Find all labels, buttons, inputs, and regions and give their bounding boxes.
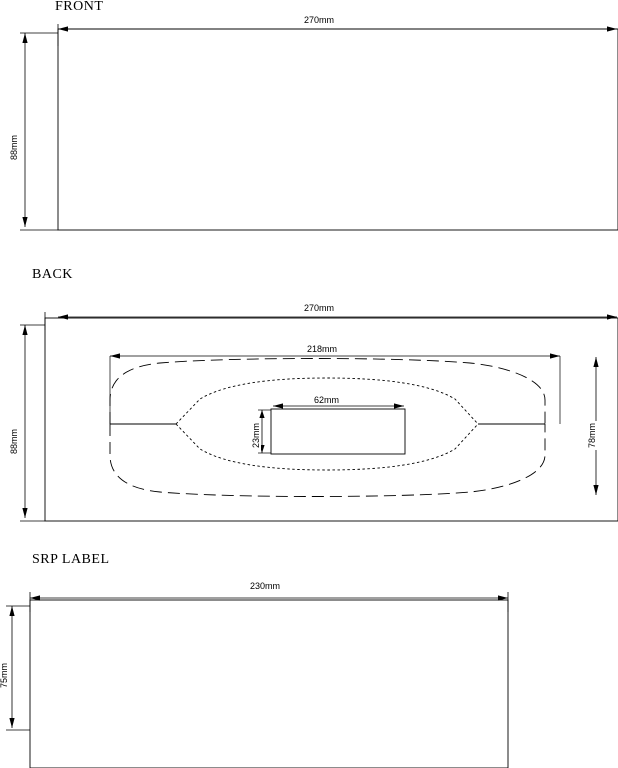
back-outline-dotted-inner-bottom: [175, 423, 479, 471]
section-heading-back: BACK: [32, 267, 73, 282]
front-width-dimension-label: 270mm: [302, 15, 337, 25]
front-panel-group: [20, 24, 618, 231]
back-window-height-arrow-top: [259, 410, 265, 418]
section-heading-srp-label: SRP LABEL: [32, 552, 110, 567]
srp-width-dim-arrow-left: [30, 595, 40, 601]
back-inner-height-arrow-bottom: [593, 485, 599, 495]
srp-width-dim-arrow-right: [498, 595, 508, 601]
back-outline-dotted-inner-top: [175, 377, 479, 425]
section-heading-front: FRONT: [55, 0, 104, 14]
back-outline-dashed-outer-top: [109, 358, 546, 424]
srp-height-dim-arrow-top: [9, 606, 15, 616]
back-window-width-dimension-label: 62mm: [312, 395, 342, 405]
front-height-dim-arrow-bottom: [22, 217, 28, 227]
back-window-height-dimension-label: 23mm: [251, 420, 261, 450]
srp-height-dimension-label: 75mm: [0, 660, 9, 690]
back-outline-dashed-outer-bottom: [109, 424, 546, 497]
back-height-dim-arrow-top: [22, 325, 28, 335]
front-height-dimension-label: 88mm: [9, 132, 19, 162]
front-width-dim-arrow-right: [607, 26, 617, 32]
back-panel-group: [20, 312, 618, 522]
back-panel-rect: [44, 317, 618, 522]
front-width-dim-arrow-left: [58, 26, 68, 32]
back-inner-width-arrow-left: [110, 353, 120, 359]
back-inner-height-arrow-top: [593, 357, 599, 367]
back-inner-height-dimension-label: 78mm: [587, 420, 597, 450]
back-window-width-arrow-right: [394, 403, 404, 409]
back-height-dimension-label: 88mm: [9, 426, 19, 456]
back-width-dim-arrow-right: [607, 314, 617, 320]
back-width-dim-arrow-left: [58, 314, 68, 320]
front-panel-rect: [57, 28, 618, 231]
back-inner-width-arrow-right: [550, 353, 560, 359]
srp-panel-rect: [29, 599, 509, 768]
back-height-dim-arrow-bottom: [22, 508, 28, 518]
back-window-rect: [270, 408, 406, 455]
srp-width-dimension-label: 230mm: [248, 581, 283, 591]
back-inner-width-dimension-label: 218mm: [305, 344, 340, 354]
back-width-dimension-label: 270mm: [302, 303, 337, 313]
back-window-width-arrow-left: [273, 403, 283, 409]
srp-label-panel-group: [6, 592, 509, 768]
srp-height-dim-arrow-bottom: [9, 718, 15, 728]
front-height-dim-arrow-top: [22, 33, 28, 43]
